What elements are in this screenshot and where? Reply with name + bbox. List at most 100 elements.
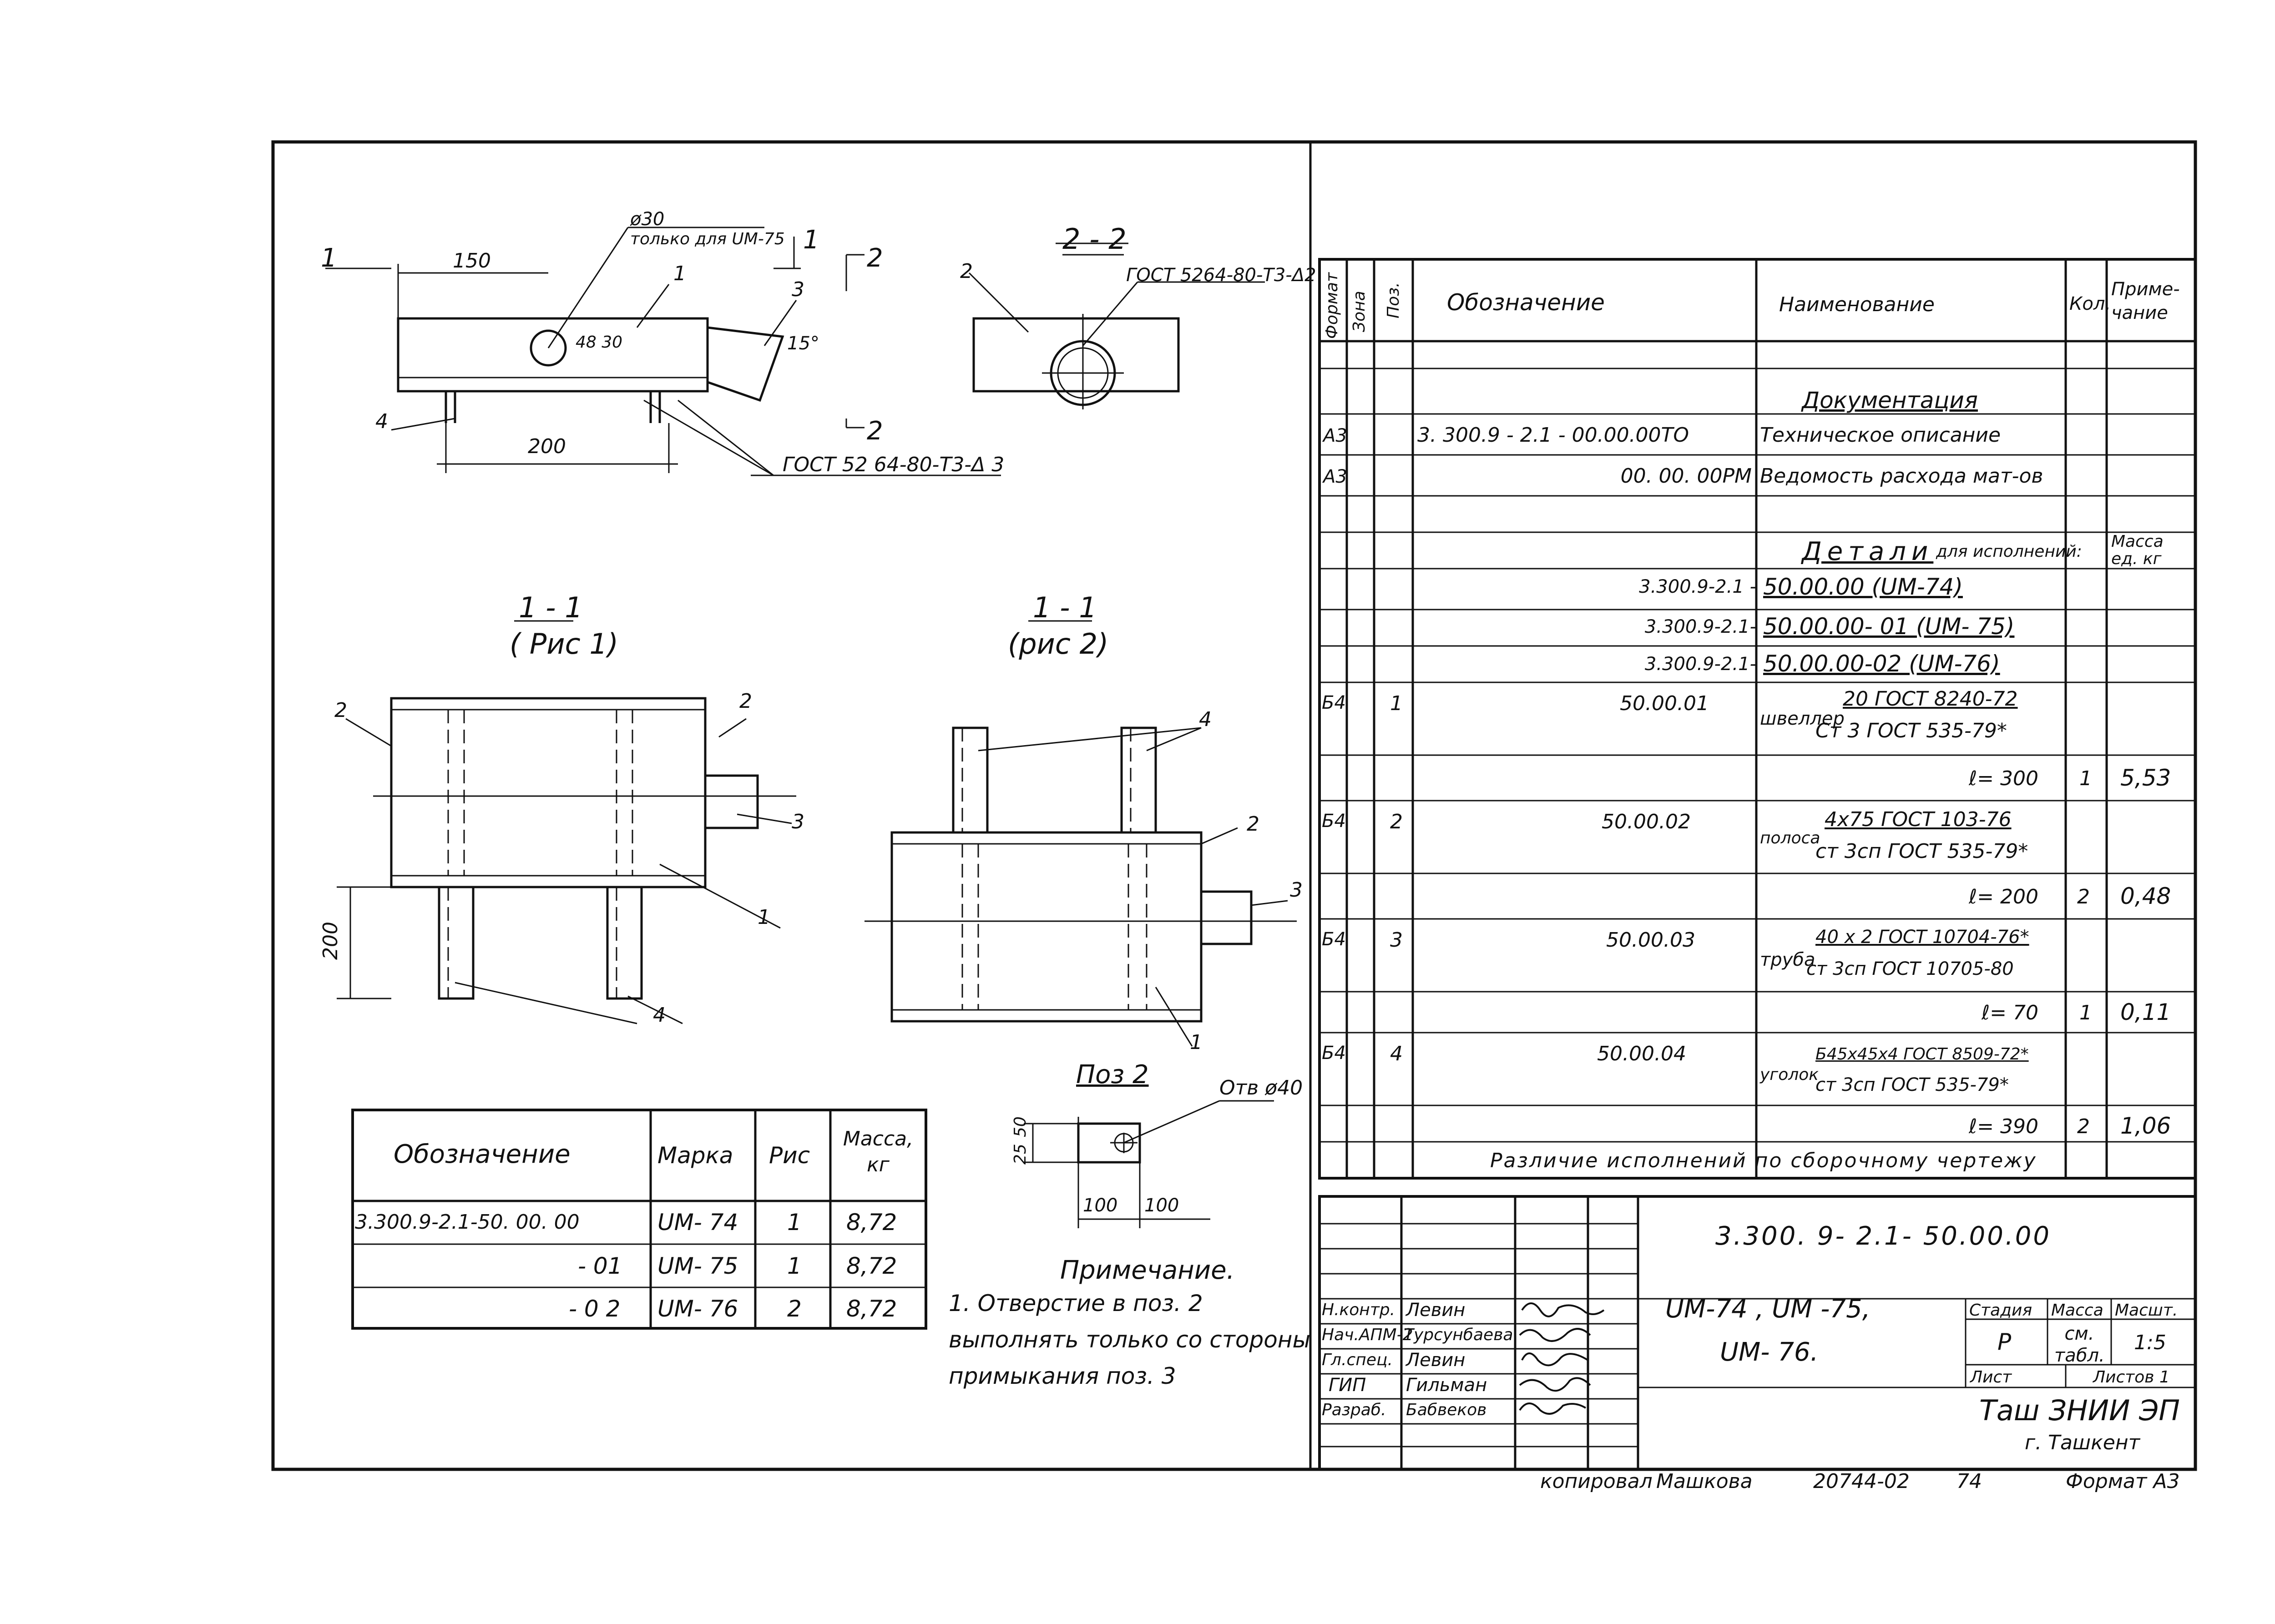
part-1-bottom: Ст 3 ГОСТ 535-79* [1815, 719, 2007, 742]
part-2-mass: 0,48 [2120, 883, 2171, 909]
spec-exec-3-prefix: 3.300.9-2.1- [1644, 654, 1756, 675]
part-3-mass: 0,11 [2120, 999, 2171, 1025]
part-3-format: Б4 [1322, 929, 1346, 950]
note-line-2: выполнять только со стороны [949, 1326, 1310, 1353]
staff-4-role: ГИП [1329, 1375, 1366, 1396]
variants-row-1-mass: 8,72 [846, 1209, 897, 1236]
spec-header-format: Формат [1323, 272, 1341, 339]
archive-sheet: 74 [1956, 1470, 1982, 1493]
section-fig2-title: 1 - 1 [1033, 591, 1097, 624]
copier-name: Машкова [1656, 1470, 1753, 1493]
gost-weld-bottom: ГОСТ 52 64-80-Т3-Δ 3 [783, 453, 1005, 476]
part-1-qty: 1 [2079, 767, 2092, 790]
title-city: г. Ташкент [2025, 1431, 2140, 1454]
part-4-type: уголок [1760, 1065, 1819, 1084]
part-2-length: ℓ= 200 [1968, 885, 2038, 908]
variants-row-3-mark: UМ- 76 [657, 1296, 738, 1322]
section-mark-1-right: 1 [803, 225, 819, 255]
title-mass-label: Масса [2051, 1301, 2103, 1320]
fig2-pos-3: 3 [1290, 878, 1303, 902]
top-pos-4: 4 [375, 410, 388, 433]
variants-row-1-mark: UМ- 74 [657, 1209, 738, 1236]
part-3-bottom: ст 3сп ГОСТ 10705-80 [1806, 958, 2014, 979]
variants-row-1-fig: 1 [787, 1209, 802, 1236]
spec-details-suffix: для исполнений: [1936, 542, 2082, 561]
part-2-top: 4х75 ГОСТ 103-76 [1825, 808, 2012, 831]
spec-doc-2-name: Ведомость расхода мат-ов [1760, 464, 2043, 488]
section-fig1-subtitle: ( Рис 1) [510, 627, 619, 661]
staff-2-name: Турсунбаева [1404, 1326, 1513, 1344]
gost-weld-top: ГОСТ 5264-80-Т3-Δ2 [1126, 265, 1316, 286]
fig1-pos-2-right: 2 [739, 690, 752, 713]
spec-exec-2-prefix: 3.300.9-2.1- [1644, 616, 1756, 637]
spec-details-section: Детали [1802, 537, 1934, 566]
section-mark-2-bottom: 2 [867, 416, 883, 446]
part-2-format: Б4 [1322, 811, 1346, 832]
variants-header-mark: Марка [657, 1142, 733, 1169]
section-fig2-subtitle: (рис 2) [1008, 627, 1109, 661]
part-1-designation: 50.00.01 [1620, 692, 1709, 715]
staff-4-name: Гильман [1406, 1375, 1487, 1396]
note-title: Примечание. [1060, 1256, 1235, 1285]
part-4-format: Б4 [1322, 1043, 1346, 1064]
fig1-pos-1: 1 [758, 906, 770, 929]
spec-footer: Различие исполнений по сборочному чертеж… [1490, 1149, 2037, 1172]
title-sheet-label: Лист [1970, 1368, 2012, 1387]
spec-doc-1-format: А3 [1323, 425, 1347, 446]
section-mark-2-top: 2 [867, 243, 883, 273]
fig1-pos-2-left: 2 [334, 699, 347, 722]
title-scale: 1:5 [2134, 1331, 2166, 1354]
spec-exec-1-code: 50.00.00 (UМ-74) [1763, 574, 1963, 600]
pos2-dim-50: 50 [1011, 1116, 1030, 1137]
variants-row-2-designation: - 01 [578, 1253, 622, 1279]
spec-doc-1-name: Техническое описание [1760, 424, 2001, 447]
top-pos-3: 3 [792, 278, 804, 301]
part-2-type: полоса [1760, 829, 1820, 847]
fig2-pos-2: 2 [1247, 812, 1259, 836]
part-4-pos: 4 [1390, 1042, 1403, 1065]
variants-header-fig: Рис [769, 1142, 810, 1169]
spec-mass-label: Масса ед. кг [2111, 532, 2164, 568]
title-stage: Р [1997, 1329, 2012, 1355]
archive-number: 20744-02 [1813, 1470, 1910, 1493]
hole-dimension: ø30 [630, 209, 665, 230]
note-line-1: 1. Отверстие в поз. 2 [949, 1290, 1203, 1316]
section-2-2-title: 2 - 2 [1062, 222, 1127, 256]
spec-header-pos: Поз. [1384, 282, 1403, 318]
part-1-mass: 5,53 [2120, 765, 2171, 791]
part-1-top: 20 ГОСТ 8240-72 [1843, 687, 2018, 711]
staff-5-name: Бабвеков [1406, 1401, 1487, 1419]
fig1-pos-4: 4 [653, 1004, 666, 1027]
part-4-designation: 50.00.04 [1597, 1042, 1686, 1065]
spec-exec-1-prefix: 3.300.9-2.1 - [1639, 576, 1756, 597]
part-1-length: ℓ= 300 [1968, 767, 2038, 790]
note-line-3: примыкания поз. 3 [949, 1363, 1176, 1389]
variants-header-mass: Масса, кг [843, 1127, 914, 1177]
part-2-qty: 2 [2077, 885, 2090, 908]
variants-row-1-designation: 3.300.9-2.1-50. 00. 00 [355, 1210, 580, 1234]
staff-5-role: Разраб. [1322, 1401, 1386, 1419]
title-mass-value: см. табл. [2054, 1323, 2105, 1366]
part-1-type: швеллер [1760, 708, 1845, 729]
spec-header-note: Приме- чание [2111, 279, 2180, 323]
part-3-length: ℓ= 70 [1981, 1001, 2038, 1024]
variants-row-3-mass: 8,72 [846, 1296, 897, 1322]
variants-row-3-designation: - 0 2 [569, 1296, 621, 1322]
spec-exec-2-code: 50.00.00- 01 (UМ- 75) [1763, 613, 2015, 640]
part-2-designation: 50.00.02 [1602, 810, 1691, 833]
title-block-frame [1318, 1195, 2197, 1471]
staff-3-role: Гл.спец. [1322, 1351, 1393, 1369]
title-stage-label: Стадия [1969, 1301, 2032, 1320]
fig1-pos-3: 3 [792, 810, 804, 833]
title-scale-label: Масшт. [2115, 1301, 2178, 1320]
hole-note: только для UМ-75 [630, 230, 785, 248]
section-2-2-pos-2: 2 [960, 260, 973, 283]
section-mark-1-left: 1 [321, 243, 337, 273]
spec-header-name: Наименование [1779, 293, 1935, 316]
spec-doc-section: Документация [1802, 387, 1978, 414]
title-code: 3.300. 9- 2.1- 50.00.00 [1715, 1221, 2051, 1251]
part-4-mass: 1,06 [2120, 1113, 2171, 1139]
part-4-bottom: ст 3сп ГОСТ 535-79* [1815, 1074, 2009, 1095]
staff-2-role: Нач.АПМ-2 [1322, 1326, 1413, 1344]
part-3-top: 40 х 2 ГОСТ 10704-76* [1815, 927, 2029, 948]
